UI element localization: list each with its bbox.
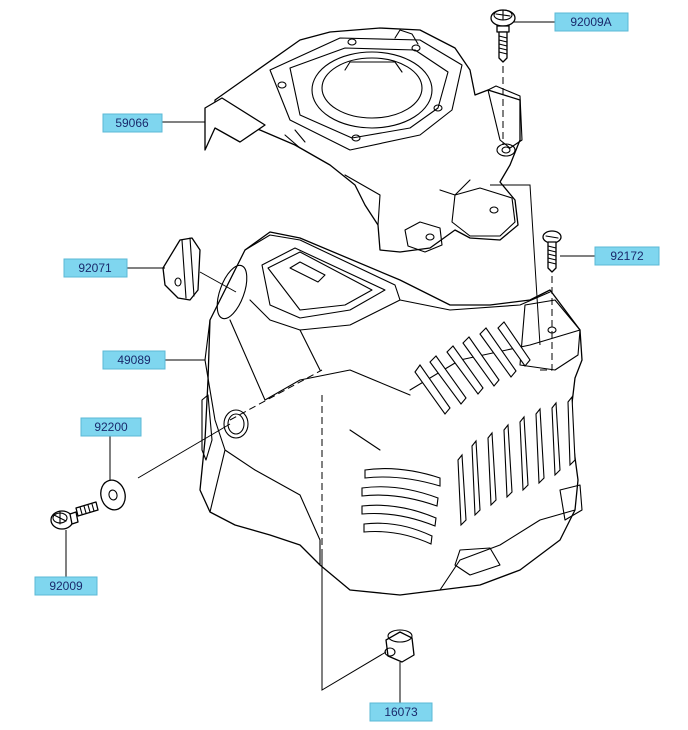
engine-shroud-drawing [199, 231, 583, 596]
part-number-text: 92009 [49, 579, 83, 593]
part-number-text: 92200 [94, 420, 128, 434]
screw-left-drawing [50, 501, 99, 530]
part-number-text: 92009A [570, 15, 611, 29]
part-number-text: 92071 [78, 261, 112, 275]
grommet-drawing [384, 629, 415, 663]
part-label-92071[interactable]: 92071 [63, 258, 128, 278]
part-number-text: 16073 [384, 705, 418, 719]
washer-drawing [100, 479, 126, 511]
part-number-text: 49089 [117, 353, 151, 367]
upper-vents [414, 321, 531, 415]
part-label-92009A[interactable]: 92009A [554, 12, 629, 32]
part-label-49089[interactable]: 49089 [102, 350, 166, 370]
leader-lines [65, 21, 595, 703]
part-label-92172[interactable]: 92172 [594, 246, 660, 266]
side-vents [457, 395, 576, 527]
part-label-92009[interactable]: 92009 [34, 576, 98, 596]
upper-fan-cover-drawing [204, 27, 523, 253]
part-label-16073[interactable]: 16073 [369, 702, 433, 722]
part-label-92200[interactable]: 92200 [80, 417, 142, 437]
part-number-text: 92172 [610, 249, 644, 263]
part-number-text: 59066 [115, 116, 149, 130]
gasket-drawing [162, 237, 201, 301]
part-label-59066[interactable]: 59066 [102, 113, 163, 133]
front-vents [361, 468, 441, 545]
screw-right-drawing [542, 230, 562, 273]
screw-top-drawing [490, 9, 516, 63]
